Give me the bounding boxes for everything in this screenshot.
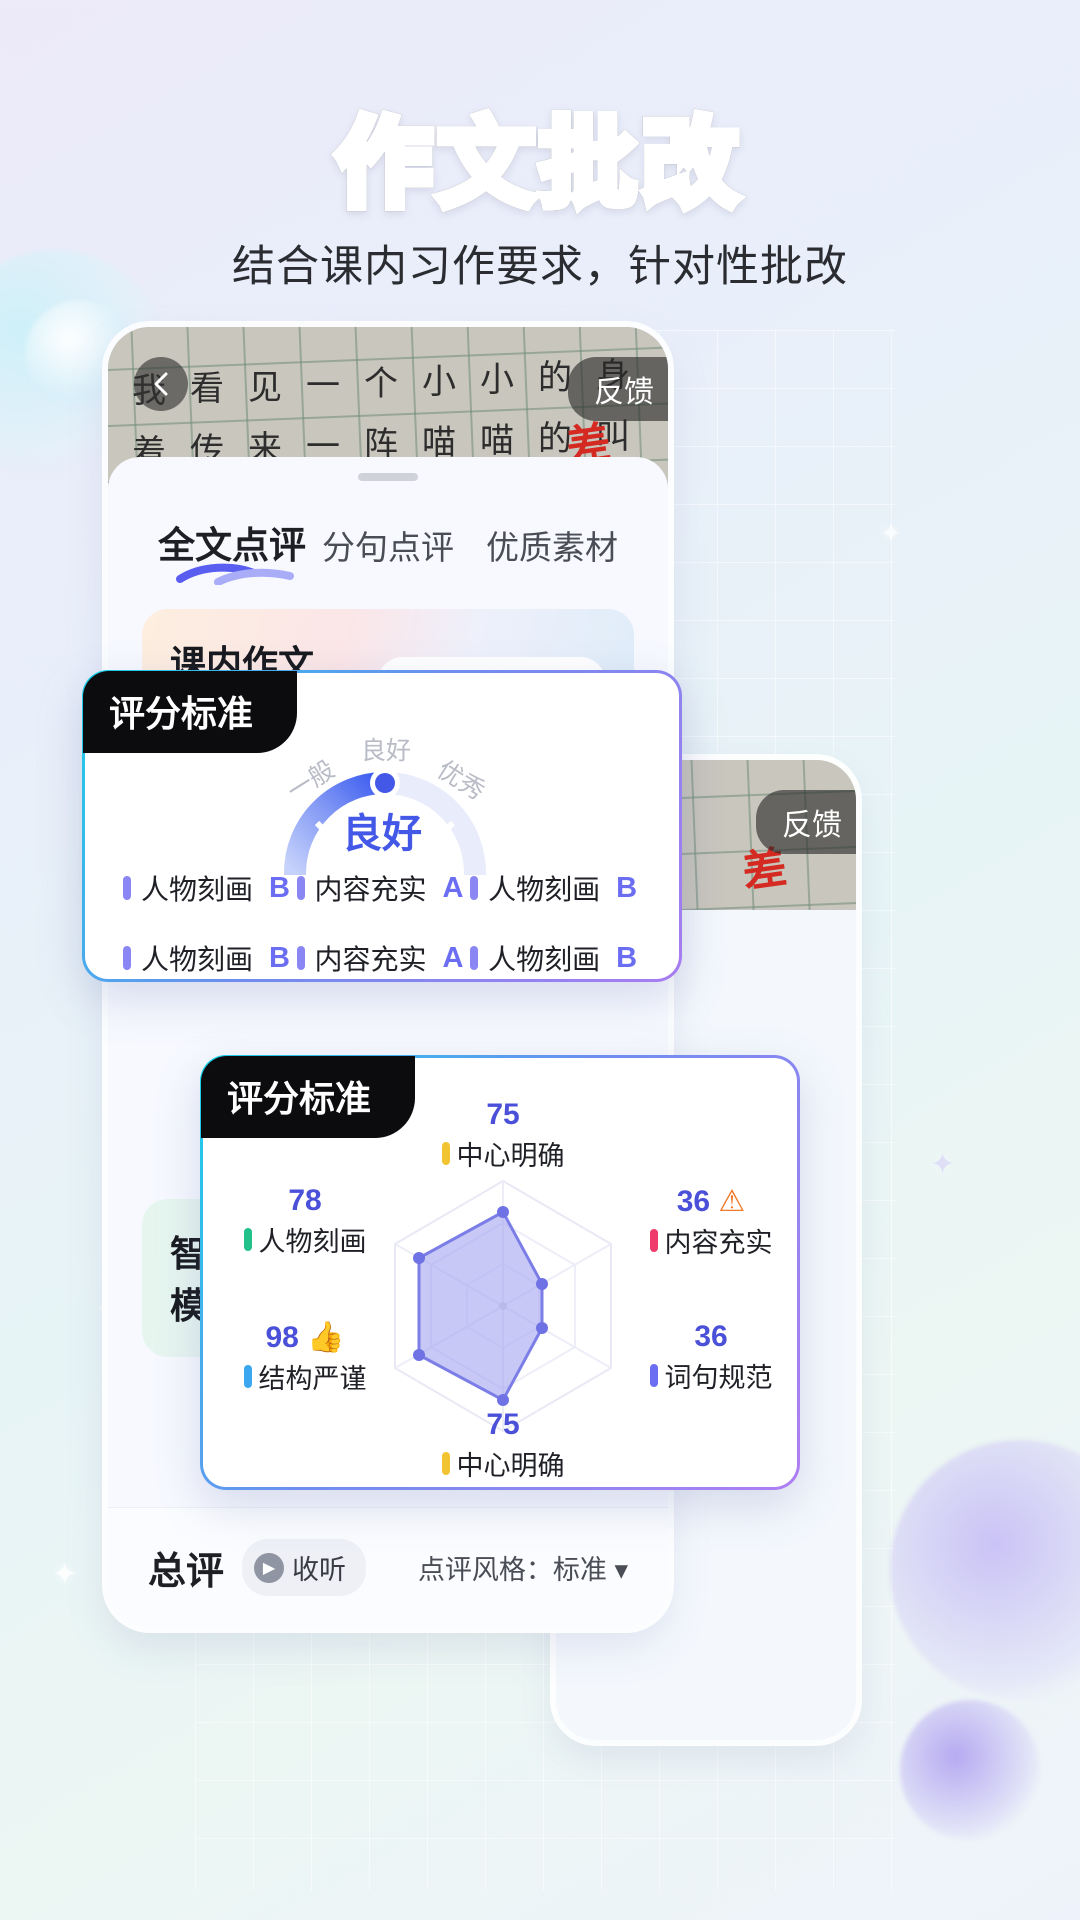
radar-axis-name: 结构严谨 — [258, 1364, 367, 1394]
radar-axis-name: 中心明确 — [456, 1141, 565, 1171]
criterion-item[interactable]: 人物刻画 B — [470, 868, 641, 908]
scoring-standard-radar-card: 评分标准 75 中心明确 — [200, 1055, 800, 1490]
radar-axis-name-wrap: 词句规范 — [621, 1356, 801, 1395]
radar-axis-color-bar — [243, 1228, 252, 1251]
criterion-color-bar — [123, 946, 131, 970]
criterion-grade: B — [269, 941, 290, 974]
criterion-grade: B — [269, 871, 290, 904]
criterion-name: 人物刻画 — [488, 874, 601, 905]
gauge-value-label: 良好 — [342, 812, 422, 856]
listen-button[interactable]: ▶ 收听 — [242, 1539, 367, 1596]
criterion-item[interactable]: 人物刻画 B — [123, 938, 294, 978]
radar-axis-value: 98 👍 — [215, 1320, 395, 1355]
gauge-chart: 一般 良好 优秀 — [85, 725, 679, 884]
radar-axis-upper-right: 36 ⚠ 内容充实 — [621, 1184, 801, 1260]
sheet-grabber[interactable] — [358, 473, 418, 481]
tab-sentence-review[interactable]: 分句点评 — [311, 521, 464, 569]
thumbs-up-icon: 👍 — [307, 1321, 345, 1354]
page-subtitle: 结合课内习作要求，针对性批改 — [232, 243, 848, 291]
scoring-standard-gauge-card: 评分标准 一般 良好 优秀 良好 人物刻画 B 内容充实 A 人物刻画 B — [82, 670, 682, 982]
criterion-item[interactable]: 人物刻画 B — [123, 868, 294, 908]
radar-axis-upper-left: 78 人物刻画 — [215, 1184, 395, 1259]
radar-axis-lower-left: 98 👍 结构严谨 — [215, 1320, 395, 1396]
overall-review-group: 总评 ▶ 收听 — [148, 1539, 367, 1596]
criterion-name: 人物刻画 — [141, 944, 254, 975]
active-tab-underline-icon — [176, 563, 294, 585]
criteria-list: 人物刻画 B 内容充实 A 人物刻画 B 人物刻画 B 内容充实 A 人物刻画 B — [85, 868, 679, 1008]
criterion-name: 内容充实 — [314, 874, 427, 905]
radar-axis-value: 36 — [694, 1320, 728, 1353]
radar-axis-color-bar — [649, 1364, 658, 1387]
radar-axis-number: 36 — [676, 1185, 711, 1218]
feedback-button[interactable]: 反馈 — [756, 790, 856, 854]
criterion-color-bar — [470, 946, 479, 970]
sparkle-icon: ✦ — [52, 1558, 78, 1591]
radar-axis-name-wrap: 中心明确 — [433, 1134, 573, 1173]
radar-axis-name-wrap: 中心明确 — [433, 1444, 573, 1483]
criterion-grade: A — [442, 941, 464, 974]
radar-axis-name: 人物刻画 — [258, 1227, 367, 1257]
decor-blob — [890, 1440, 1080, 1700]
criterion-name: 人物刻画 — [488, 944, 601, 975]
radar-axis-top: 75 中心明确 — [433, 1098, 573, 1173]
radar-axis-value: 75 — [486, 1098, 520, 1131]
play-icon: ▶ — [254, 1552, 285, 1583]
criterion-grade: B — [616, 941, 638, 974]
radar-axis-name: 内容充实 — [664, 1228, 773, 1258]
criterion-name: 内容充实 — [314, 944, 427, 975]
radar-axis-name: 词句规范 — [664, 1363, 773, 1393]
radar-axis-bottom: 75 中心明确 — [433, 1408, 573, 1483]
radar-axis-color-bar — [441, 1452, 450, 1475]
sparkle-icon: ✦ — [880, 518, 902, 548]
criteria-row: 人物刻画 B 内容充实 A 人物刻画 B — [123, 868, 641, 908]
criterion-grade: A — [442, 871, 464, 904]
tab-quality-material[interactable]: 优质素材 — [465, 521, 618, 569]
back-button[interactable] — [134, 357, 188, 411]
criteria-row: 人物刻画 B 内容充实 A 人物刻画 B — [123, 938, 641, 978]
tab-label: 分句点评 — [321, 529, 454, 566]
radar-axis-number: 98 — [265, 1321, 299, 1354]
radar-axis-color-bar — [649, 1229, 658, 1252]
radar-axis-color-bar — [441, 1142, 450, 1165]
page-title: 作文批改 — [0, 86, 1080, 225]
criterion-color-bar — [296, 876, 305, 900]
criterion-item[interactable]: 人物刻画 B — [470, 938, 641, 978]
radar-axis-value: 78 — [288, 1184, 322, 1217]
radar-axis-value: 36 ⚠ — [621, 1184, 801, 1219]
overall-review-title: 总评 — [148, 1551, 225, 1593]
criterion-color-bar — [296, 946, 305, 970]
tab-label: 优质素材 — [485, 529, 618, 566]
radar-axis-color-bar — [243, 1365, 252, 1388]
radar-chart: 75 中心明确 36 ⚠ 内容充实 36 词句规范 75 中心明确 98 👍 结… — [203, 1084, 797, 1489]
criterion-color-bar — [123, 876, 131, 900]
criterion-color-bar — [470, 876, 479, 900]
gauge-level-label-2: 良好 — [361, 737, 412, 765]
criterion-name: 人物刻画 — [141, 874, 254, 905]
radar-axis-name-wrap: 内容充实 — [621, 1221, 801, 1260]
sparkle-icon: ✦ — [930, 1148, 956, 1181]
chevron-left-icon — [154, 372, 168, 396]
radar-svg — [394, 1179, 612, 1433]
tab-label: 全文点评 — [158, 525, 306, 566]
radar-axis-name-wrap: 人物刻画 — [215, 1220, 395, 1259]
review-style-selector[interactable]: 点评风格：标准 ▾ — [417, 1555, 628, 1585]
warning-icon: ⚠ — [718, 1185, 746, 1218]
criterion-item[interactable]: 内容充实 A — [296, 868, 468, 908]
radar-axis-name-wrap: 结构严谨 — [215, 1357, 395, 1396]
radar-axis-name: 中心明确 — [456, 1451, 565, 1481]
radar-axis-lower-right: 36 词句规范 — [621, 1320, 801, 1395]
tab-full-review[interactable]: 全文点评 — [158, 515, 311, 585]
gauge-svg — [284, 768, 486, 884]
card-label-badge: 评分标准 — [201, 1056, 416, 1138]
listen-label: 收听 — [292, 1555, 347, 1585]
tab-bar: 全文点评 分句点评 优质素材 — [108, 481, 668, 585]
decor-blob — [900, 1700, 1040, 1840]
criterion-item[interactable]: 内容充实 A — [296, 938, 468, 978]
criterion-grade: B — [616, 871, 638, 904]
radar-axis-value: 75 — [486, 1408, 520, 1441]
feedback-button[interactable]: 反馈 — [568, 357, 668, 421]
bottom-bar: 总评 ▶ 收听 点评风格：标准 ▾ — [108, 1507, 668, 1627]
card-label-badge: 评分标准 — [83, 671, 298, 753]
